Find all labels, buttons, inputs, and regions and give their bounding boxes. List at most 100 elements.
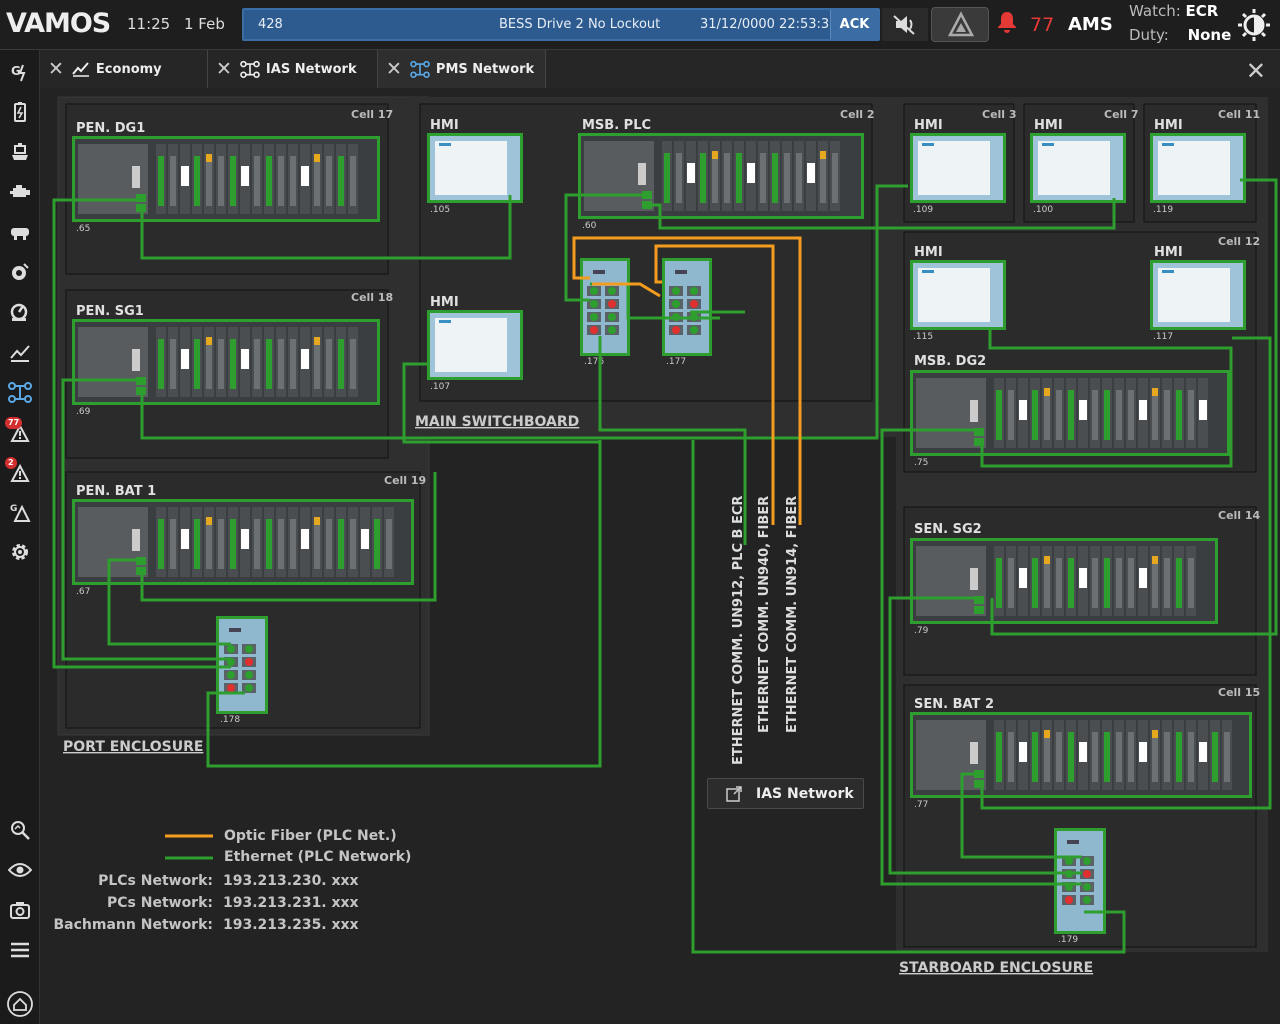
- alarm-id: 428: [258, 17, 283, 32]
- active-alarm-bar[interactable]: 428 BESS Drive 2 No Lockout 31/12/0000 2…: [242, 8, 880, 41]
- hmi-h100[interactable]: .100: [1030, 133, 1126, 215]
- compressor-icon[interactable]: [4, 296, 36, 328]
- battery-icon[interactable]: [4, 96, 36, 128]
- close-icon[interactable]: ✕: [216, 58, 232, 80]
- hmi-h117[interactable]: .117: [1150, 260, 1246, 342]
- network-value: 193.213.231. xxx: [223, 895, 359, 911]
- tab-ias-network[interactable]: ✕ IAS Network: [208, 50, 378, 88]
- ias-network-button[interactable]: IAS Network: [707, 778, 864, 809]
- plc-name: MSB. PLC: [582, 118, 651, 133]
- plc-name: PEN. BAT 1: [76, 484, 156, 499]
- alarm-bell-icon[interactable]: [996, 10, 1018, 39]
- switch-ip: .178: [220, 715, 240, 725]
- events-icon[interactable]: G: [4, 496, 36, 528]
- hmi-h115[interactable]: .115: [910, 260, 1006, 342]
- switch-s179[interactable]: .179: [1054, 828, 1106, 945]
- plc-rack-sg1[interactable]: .69: [72, 319, 380, 417]
- hmi-h119[interactable]: .119: [1150, 133, 1246, 215]
- switch-ip: .176: [584, 357, 604, 367]
- cell-label: Cell 3: [982, 108, 1017, 121]
- external-link-label: ETHERNET COMM. UN914, FIBER: [785, 496, 800, 733]
- plc-rack-bat1[interactable]: .67: [72, 499, 414, 597]
- alarm-timestamp: 31/12/0000 22:53:32: [700, 17, 838, 32]
- switch-s178[interactable]: .178: [216, 616, 268, 725]
- plc-rack-sg2[interactable]: .79: [910, 538, 1218, 636]
- cell-label: Cell 12: [1218, 235, 1260, 248]
- cell-label: Cell 18: [351, 291, 393, 304]
- fuel-icon[interactable]: [4, 256, 36, 288]
- close-icon[interactable]: ✕: [48, 58, 64, 80]
- switch-ip: .179: [1058, 935, 1078, 945]
- hmi-name: HMI: [1154, 118, 1183, 133]
- cell-label: Cell 2: [840, 108, 875, 121]
- network-label: PLCs Network:: [98, 873, 213, 889]
- alarm-filter-button[interactable]: [931, 7, 989, 42]
- switch-s176[interactable]: .176: [580, 258, 630, 367]
- engine-icon[interactable]: [4, 176, 36, 208]
- network-icon: [240, 60, 260, 78]
- top-bar: VAMOS 11:25 1 Feb 428 BESS Drive 2 No Lo…: [0, 0, 1280, 50]
- port-enclosure-label[interactable]: PORT ENCLOSURE: [63, 739, 203, 755]
- power-icon[interactable]: G: [4, 56, 36, 88]
- trend-icon[interactable]: [4, 336, 36, 368]
- menu-icon[interactable]: [4, 934, 36, 966]
- plc-rack-msb[interactable]: .60: [578, 133, 864, 231]
- zoom-icon[interactable]: [4, 814, 36, 846]
- hmi-ip: .100: [1033, 205, 1053, 215]
- tab-label: PMS Network: [435, 61, 535, 77]
- warning-triangle-icon: [947, 11, 975, 37]
- cell-label: Cell 15: [1218, 686, 1260, 699]
- hmi-ip: .115: [913, 332, 933, 342]
- alarm-list-icon[interactable]: 77: [4, 416, 36, 448]
- close-all-icon[interactable]: ✕: [1245, 57, 1266, 85]
- alarm-count[interactable]: 77: [1030, 14, 1055, 36]
- tab-label: IAS Network: [265, 61, 357, 77]
- external-link-label: ETHERNET COMM. UN940, FIBER: [757, 496, 772, 733]
- plc-name: SEN. BAT 2: [914, 697, 994, 712]
- hmi-name: HMI: [914, 118, 943, 133]
- watch-status: Watch: ECR: [1129, 2, 1218, 20]
- fiber-legend-label: Optic Fiber (PLC Net.): [224, 828, 397, 844]
- ack-button[interactable]: ACK: [830, 10, 878, 39]
- pump-icon[interactable]: [4, 216, 36, 248]
- hmi-name: HMI: [1154, 245, 1183, 260]
- network-label: PCs Network:: [106, 895, 213, 911]
- cell-label: Cell 7: [1104, 108, 1139, 121]
- tab-pms-network[interactable]: ✕ PMS Network: [378, 50, 546, 88]
- watch-value: ECR: [1185, 2, 1219, 20]
- plc-rack-dg1[interactable]: .65: [72, 136, 380, 234]
- close-icon[interactable]: ✕: [386, 58, 402, 80]
- hmi-ip: .105: [430, 205, 450, 215]
- ethernet-legend-label: Ethernet (PLC Network): [224, 849, 412, 865]
- hmi-h105[interactable]: .105: [427, 133, 523, 215]
- starboard-enclosure-label[interactable]: STARBOARD ENCLOSURE: [899, 960, 1093, 976]
- tab-economy[interactable]: ✕ Economy: [40, 50, 208, 88]
- settings-icon[interactable]: [4, 536, 36, 568]
- hmi-name: HMI: [914, 245, 943, 260]
- home-icon[interactable]: [4, 988, 36, 1020]
- day-night-icon[interactable]: [1238, 9, 1270, 41]
- plc-rack-bat2[interactable]: .77: [910, 712, 1252, 810]
- switch-ip: .177: [666, 357, 686, 367]
- network-icon: [410, 60, 430, 78]
- plc-name: SEN. SG2: [914, 522, 982, 537]
- cell-label: Cell 14: [1218, 509, 1261, 522]
- network-value: 193.213.230. xxx: [223, 873, 359, 889]
- ias-network-label: IAS Network: [756, 785, 854, 802]
- warning-list-icon[interactable]: 2: [4, 456, 36, 488]
- duty-status: Duty: None: [1129, 26, 1231, 44]
- mute-button[interactable]: [882, 8, 928, 41]
- view-icon[interactable]: [4, 854, 36, 886]
- plc-rack-dg2[interactable]: .75: [910, 370, 1230, 468]
- hmi-h107[interactable]: .107: [427, 310, 523, 392]
- camera-icon[interactable]: [4, 894, 36, 926]
- external-link-icon: [726, 785, 742, 802]
- hmi-ip: .109: [913, 205, 933, 215]
- main-switchboard-label[interactable]: MAIN SWITCHBOARD: [415, 414, 579, 430]
- ship-icon[interactable]: [4, 136, 36, 168]
- ams-label[interactable]: AMS: [1068, 14, 1113, 35]
- duty-label: Duty:: [1129, 26, 1169, 44]
- network-icon[interactable]: [4, 376, 36, 408]
- hmi-h109[interactable]: .109: [910, 133, 1006, 215]
- clock-date: 1 Feb: [184, 15, 225, 33]
